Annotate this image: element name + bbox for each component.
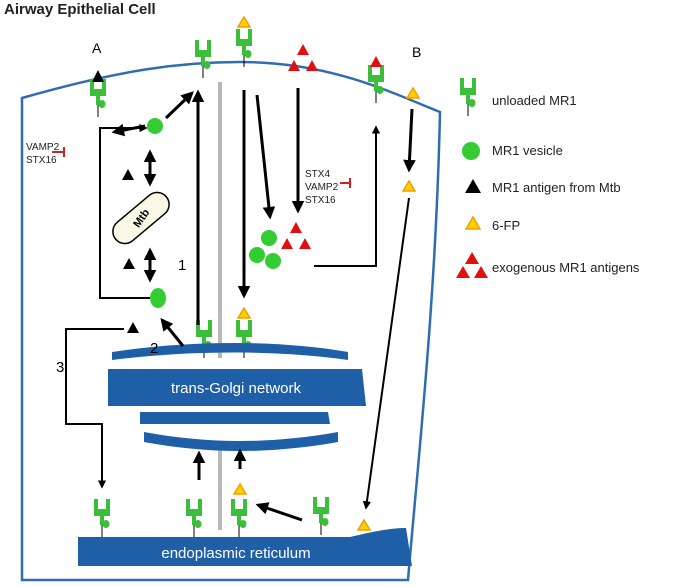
legend-label-1: MR1 vesicle xyxy=(492,143,563,158)
mr1-surface-a xyxy=(89,78,107,118)
exogenous-antigen-loaded xyxy=(370,56,382,67)
trans-golgi-network: trans-Golgi network xyxy=(108,343,366,451)
mr1-er-3 xyxy=(230,498,248,538)
mtb-bacterium: Mtb xyxy=(112,191,170,245)
inhibition-marker-a xyxy=(52,147,65,157)
route-1-label: 1 xyxy=(178,257,186,274)
mr1-vesicle-upper xyxy=(147,118,163,134)
route-3-label: 3 xyxy=(56,359,64,376)
mtb-antigen-1 xyxy=(122,169,134,180)
six-fp-golgi xyxy=(236,306,252,319)
mr1-vesicle-lower xyxy=(150,288,166,308)
mtb-antigen-surface xyxy=(92,70,104,82)
legend-label-3: 6-FP xyxy=(492,218,520,233)
mr1-er-1 xyxy=(93,498,111,538)
black-triangle-icon xyxy=(465,179,481,193)
panel-a-label: A xyxy=(92,40,102,56)
snare-b-stx16: STX16 xyxy=(305,195,336,206)
mr1-er-4 xyxy=(312,496,330,536)
six-fp-er-entry xyxy=(356,518,372,531)
endoplasmic-reticulum: endoplasmic reticulum xyxy=(78,528,412,566)
six-fp-entering xyxy=(405,86,421,99)
snare-b-vamp2: VAMP2 xyxy=(305,182,339,193)
legend-label-2: MR1 antigen from Mtb xyxy=(492,180,621,195)
tgn-label: trans-Golgi network xyxy=(171,380,302,397)
cell-membrane xyxy=(20,60,442,582)
mtb-antigen-2 xyxy=(123,258,135,269)
diagram-title: Airway Epithelial Cell xyxy=(4,1,156,18)
snare-b-stx4: STX4 xyxy=(305,169,330,180)
six-fp-internal xyxy=(401,179,417,192)
snare-a-stx16: STX16 xyxy=(26,155,57,166)
mr1-vesicle-cluster xyxy=(249,230,281,269)
green-circle-icon xyxy=(462,142,480,160)
snare-a-vamp2: VAMP2 xyxy=(26,142,60,153)
route-2-label: 2 xyxy=(150,340,158,357)
mr1-er-2 xyxy=(185,498,203,538)
er-label: endoplasmic reticulum xyxy=(161,545,310,562)
exogenous-antigens-internal xyxy=(281,222,311,249)
panel-b-label: B xyxy=(412,44,421,60)
mr1-receptor-icon xyxy=(459,77,477,117)
six-fp-er xyxy=(232,482,248,495)
six-fp-surface xyxy=(236,15,252,28)
inhibition-marker-b xyxy=(340,178,351,188)
mr1-surface-1 xyxy=(194,39,212,79)
exogenous-antigens-surface xyxy=(288,44,318,71)
red-triangles-icon xyxy=(456,252,488,278)
mtb-antigen-3 xyxy=(127,322,139,333)
legend-label-0: unloaded MR1 xyxy=(492,93,577,108)
yellow-triangle-icon xyxy=(464,215,482,230)
legend: unloaded MR1 MR1 vesicle MR1 antigen fro… xyxy=(456,77,640,278)
legend-label-4: exogenous MR1 antigens xyxy=(492,260,640,275)
pathway-arrows xyxy=(65,88,416,522)
